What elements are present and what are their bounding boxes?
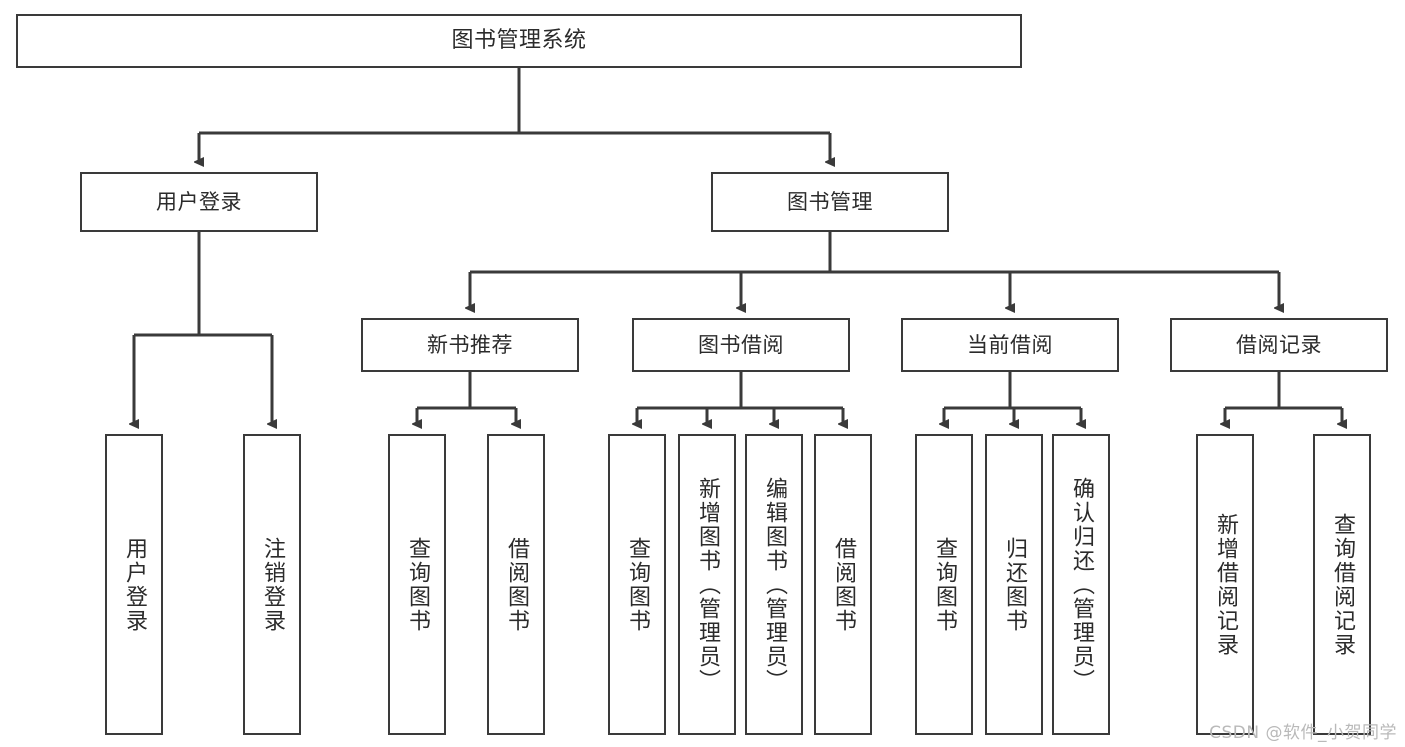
node-user-login-label: 用户登录 <box>156 189 242 214</box>
node-leaf-confirm-return[interactable]: 确认归还（管理员） <box>1052 434 1110 735</box>
node-leaf-query-book-2[interactable]: 查询图书 <box>608 434 666 735</box>
node-current-loan[interactable]: 当前借阅 <box>901 318 1119 372</box>
node-root-label: 图书管理系统 <box>451 28 587 54</box>
node-leaf-add-book[interactable]: 新增图书（管理员） <box>678 434 736 735</box>
node-leaf-borrow-book-2-label: 借阅图书 <box>831 536 856 633</box>
node-book-manage-label: 图书管理 <box>787 189 873 214</box>
node-user-login[interactable]: 用户登录 <box>80 172 318 232</box>
node-leaf-edit-book[interactable]: 编辑图书（管理员） <box>745 434 803 735</box>
node-leaf-user-login-label: 用户登录 <box>122 536 147 633</box>
node-book-borrow[interactable]: 图书借阅 <box>632 318 850 372</box>
node-leaf-query-book-1-label: 查询图书 <box>405 536 430 633</box>
node-leaf-query-record-label: 查询借阅记录 <box>1330 512 1355 657</box>
node-loan-record-label: 借阅记录 <box>1236 332 1322 357</box>
node-leaf-borrow-book-1-label: 借阅图书 <box>504 536 529 633</box>
node-root[interactable]: 图书管理系统 <box>16 14 1022 68</box>
node-new-book-rec-label: 新书推荐 <box>427 332 513 357</box>
node-leaf-logout[interactable]: 注销登录 <box>243 434 301 735</box>
node-leaf-query-record[interactable]: 查询借阅记录 <box>1313 434 1371 735</box>
node-new-book-rec[interactable]: 新书推荐 <box>361 318 579 372</box>
node-leaf-query-book-1[interactable]: 查询图书 <box>388 434 446 735</box>
node-leaf-query-book-3-label: 查询图书 <box>932 536 957 633</box>
node-leaf-borrow-book-1[interactable]: 借阅图书 <box>487 434 545 735</box>
watermark: CSDN @软件_小贺同学 <box>1209 723 1397 743</box>
node-leaf-return-book[interactable]: 归还图书 <box>985 434 1043 735</box>
node-leaf-confirm-return-label: 确认归还（管理员） <box>1069 476 1094 693</box>
node-book-manage[interactable]: 图书管理 <box>711 172 949 232</box>
node-leaf-add-record[interactable]: 新增借阅记录 <box>1196 434 1254 735</box>
node-leaf-query-book-3[interactable]: 查询图书 <box>915 434 973 735</box>
node-leaf-add-record-label: 新增借阅记录 <box>1213 512 1238 657</box>
node-leaf-query-book-2-label: 查询图书 <box>625 536 650 633</box>
node-leaf-borrow-book-2[interactable]: 借阅图书 <box>814 434 872 735</box>
node-leaf-return-book-label: 归还图书 <box>1002 536 1027 633</box>
node-current-loan-label: 当前借阅 <box>967 332 1053 357</box>
node-leaf-user-login[interactable]: 用户登录 <box>105 434 163 735</box>
node-loan-record[interactable]: 借阅记录 <box>1170 318 1388 372</box>
node-leaf-edit-book-label: 编辑图书（管理员） <box>762 476 787 693</box>
node-leaf-add-book-label: 新增图书（管理员） <box>695 476 720 693</box>
node-book-borrow-label: 图书借阅 <box>698 332 784 357</box>
node-leaf-logout-label: 注销登录 <box>260 536 285 633</box>
